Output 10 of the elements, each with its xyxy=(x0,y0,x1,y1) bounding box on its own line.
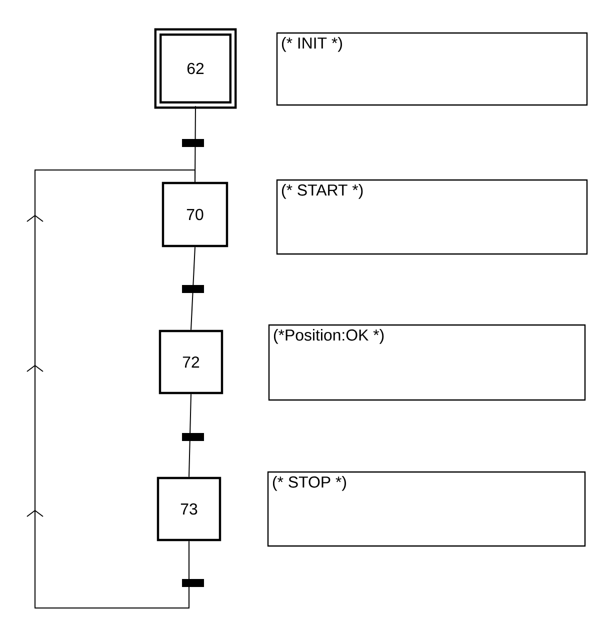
step-box: 73 xyxy=(156,476,222,542)
step-box: 72 xyxy=(158,330,224,394)
step-box: 70 xyxy=(162,182,228,248)
link-line xyxy=(188,394,192,478)
comment-box: (* INIT *) xyxy=(276,32,588,106)
link-line xyxy=(190,246,196,330)
comment-box: (* START *) xyxy=(276,179,588,255)
comment-box: (* STOP *) xyxy=(267,471,586,547)
comment-box: (*Position:OK *) xyxy=(268,324,586,401)
initial-step-box: 62 xyxy=(154,28,237,109)
